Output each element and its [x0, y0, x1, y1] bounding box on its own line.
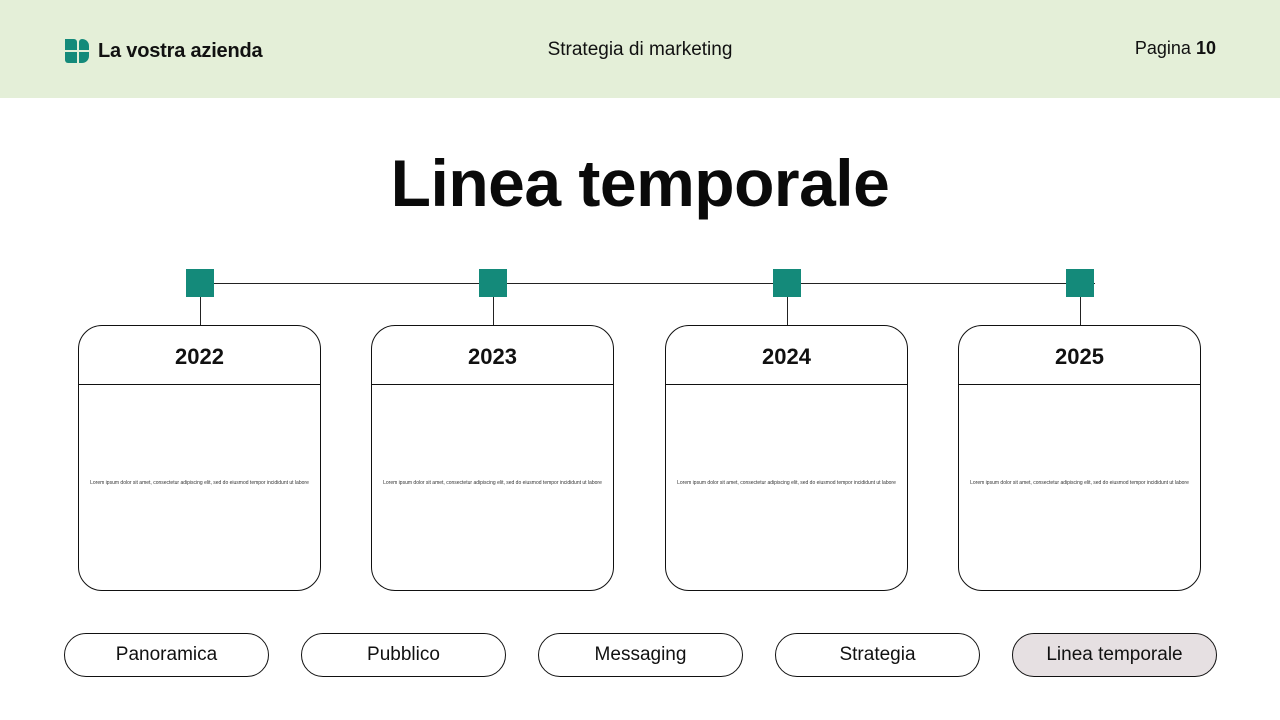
header-bar: La vostra azienda Strategia di marketing… [0, 0, 1280, 98]
timeline-card-2024: 2024 Lorem ipsum dolor sit amet, consect… [665, 325, 908, 591]
nav-button-panoramica[interactable]: Panoramica [64, 633, 269, 677]
timeline-marker-2023 [479, 269, 507, 297]
timeline-connector [493, 297, 494, 325]
card-year: 2023 [372, 326, 613, 385]
card-year: 2024 [666, 326, 907, 385]
timeline-connector [1080, 297, 1081, 325]
nav-button-messaging[interactable]: Messaging [538, 633, 743, 677]
section-title: Strategia di marketing [547, 39, 733, 60]
timeline-card-2023: 2023 Lorem ipsum dolor sit amet, consect… [371, 325, 614, 591]
timeline-marker-2025 [1066, 269, 1094, 297]
bottom-navigation: Panoramica Pubblico Messaging Strategia … [64, 633, 1217, 677]
nav-button-linea-temporale[interactable]: Linea temporale [1012, 633, 1217, 677]
card-description: Lorem ipsum dolor sit amet, consectetur … [970, 480, 1189, 486]
page-indicator: Pagina 10 [1135, 38, 1216, 59]
company-logo[interactable]: La vostra azienda [64, 38, 263, 64]
card-description: Lorem ipsum dolor sit amet, consectetur … [383, 480, 602, 486]
company-name: La vostra azienda [98, 39, 263, 62]
timeline-connector [787, 297, 788, 325]
timeline-line [200, 283, 1095, 284]
company-logo-icon [65, 39, 89, 63]
page-number: 10 [1195, 38, 1216, 58]
card-year: 2025 [959, 326, 1200, 385]
timeline-card-2025: 2025 Lorem ipsum dolor sit amet, consect… [958, 325, 1201, 591]
card-year: 2022 [79, 326, 320, 385]
timeline-marker-2024 [773, 269, 801, 297]
timeline-connector [200, 297, 201, 325]
page-title: Linea temporale [390, 146, 890, 220]
page-label: Pagina [1134, 38, 1191, 58]
card-description: Lorem ipsum dolor sit amet, consectetur … [677, 480, 896, 486]
nav-button-pubblico[interactable]: Pubblico [301, 633, 506, 677]
card-description: Lorem ipsum dolor sit amet, consectetur … [90, 480, 309, 486]
timeline-marker-2022 [186, 269, 214, 297]
timeline-card-2022: 2022 Lorem ipsum dolor sit amet, consect… [78, 325, 321, 591]
nav-button-strategia[interactable]: Strategia [775, 633, 980, 677]
